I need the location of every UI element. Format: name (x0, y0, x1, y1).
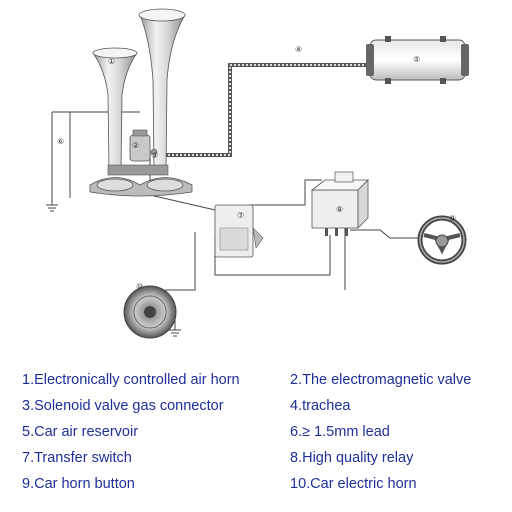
callout-2: ② (132, 141, 139, 150)
legend-item-6: 6.≥ 1.5mm lead (290, 424, 390, 440)
callout-6: ⑥ (57, 137, 64, 146)
wiring-diagram: ① ② ③ ④ ⑤ ⑥ ⑦ ⑧ ⑨ ⑩ (46, 8, 469, 339)
solenoid-valve-icon (129, 129, 158, 162)
callout-1: ① (108, 57, 115, 66)
legend-item-7: 7.Transfer switch (22, 450, 132, 466)
callout-7: ⑦ (237, 211, 244, 220)
callout-9: ⑨ (449, 214, 456, 223)
legend: 1.Electronically controlled air horn 2.T… (0, 360, 512, 512)
ground-icon (169, 329, 181, 337)
legend-item-9: 9.Car horn button (22, 476, 135, 492)
air-horn-icon (138, 8, 186, 171)
horn-base (89, 164, 193, 197)
callouts: ① ② ③ ④ ⑤ ⑥ ⑦ ⑧ ⑨ ⑩ (57, 45, 456, 291)
legend-item-3: 3.Solenoid valve gas connector (22, 398, 224, 414)
legend-item-1: 1.Electronically controlled air horn (22, 372, 240, 388)
callout-8: ⑧ (336, 205, 343, 214)
callout-3: ③ (151, 151, 158, 160)
legend-item-4: 4.trachea (290, 398, 351, 414)
legend-item-2: 2.The electromagnetic valve (290, 372, 472, 388)
relay-icon (310, 171, 369, 236)
air-horn-icon (92, 47, 138, 171)
steering-wheel-icon (417, 215, 467, 265)
legend-item-8: 8.High quality relay (290, 450, 414, 466)
air-tank-icon (366, 36, 469, 84)
ground-icon (46, 204, 58, 212)
legend-item-10: 10.Car electric horn (290, 476, 417, 492)
callout-10: ⑩ (136, 282, 143, 291)
switch-icon (214, 204, 264, 258)
electric-horn-icon (123, 285, 177, 339)
legend-item-5: 5.Car air reservoir (22, 424, 139, 440)
callout-5: ⑤ (413, 55, 420, 64)
callout-4: ④ (295, 45, 302, 54)
trachea-hose (160, 63, 375, 157)
